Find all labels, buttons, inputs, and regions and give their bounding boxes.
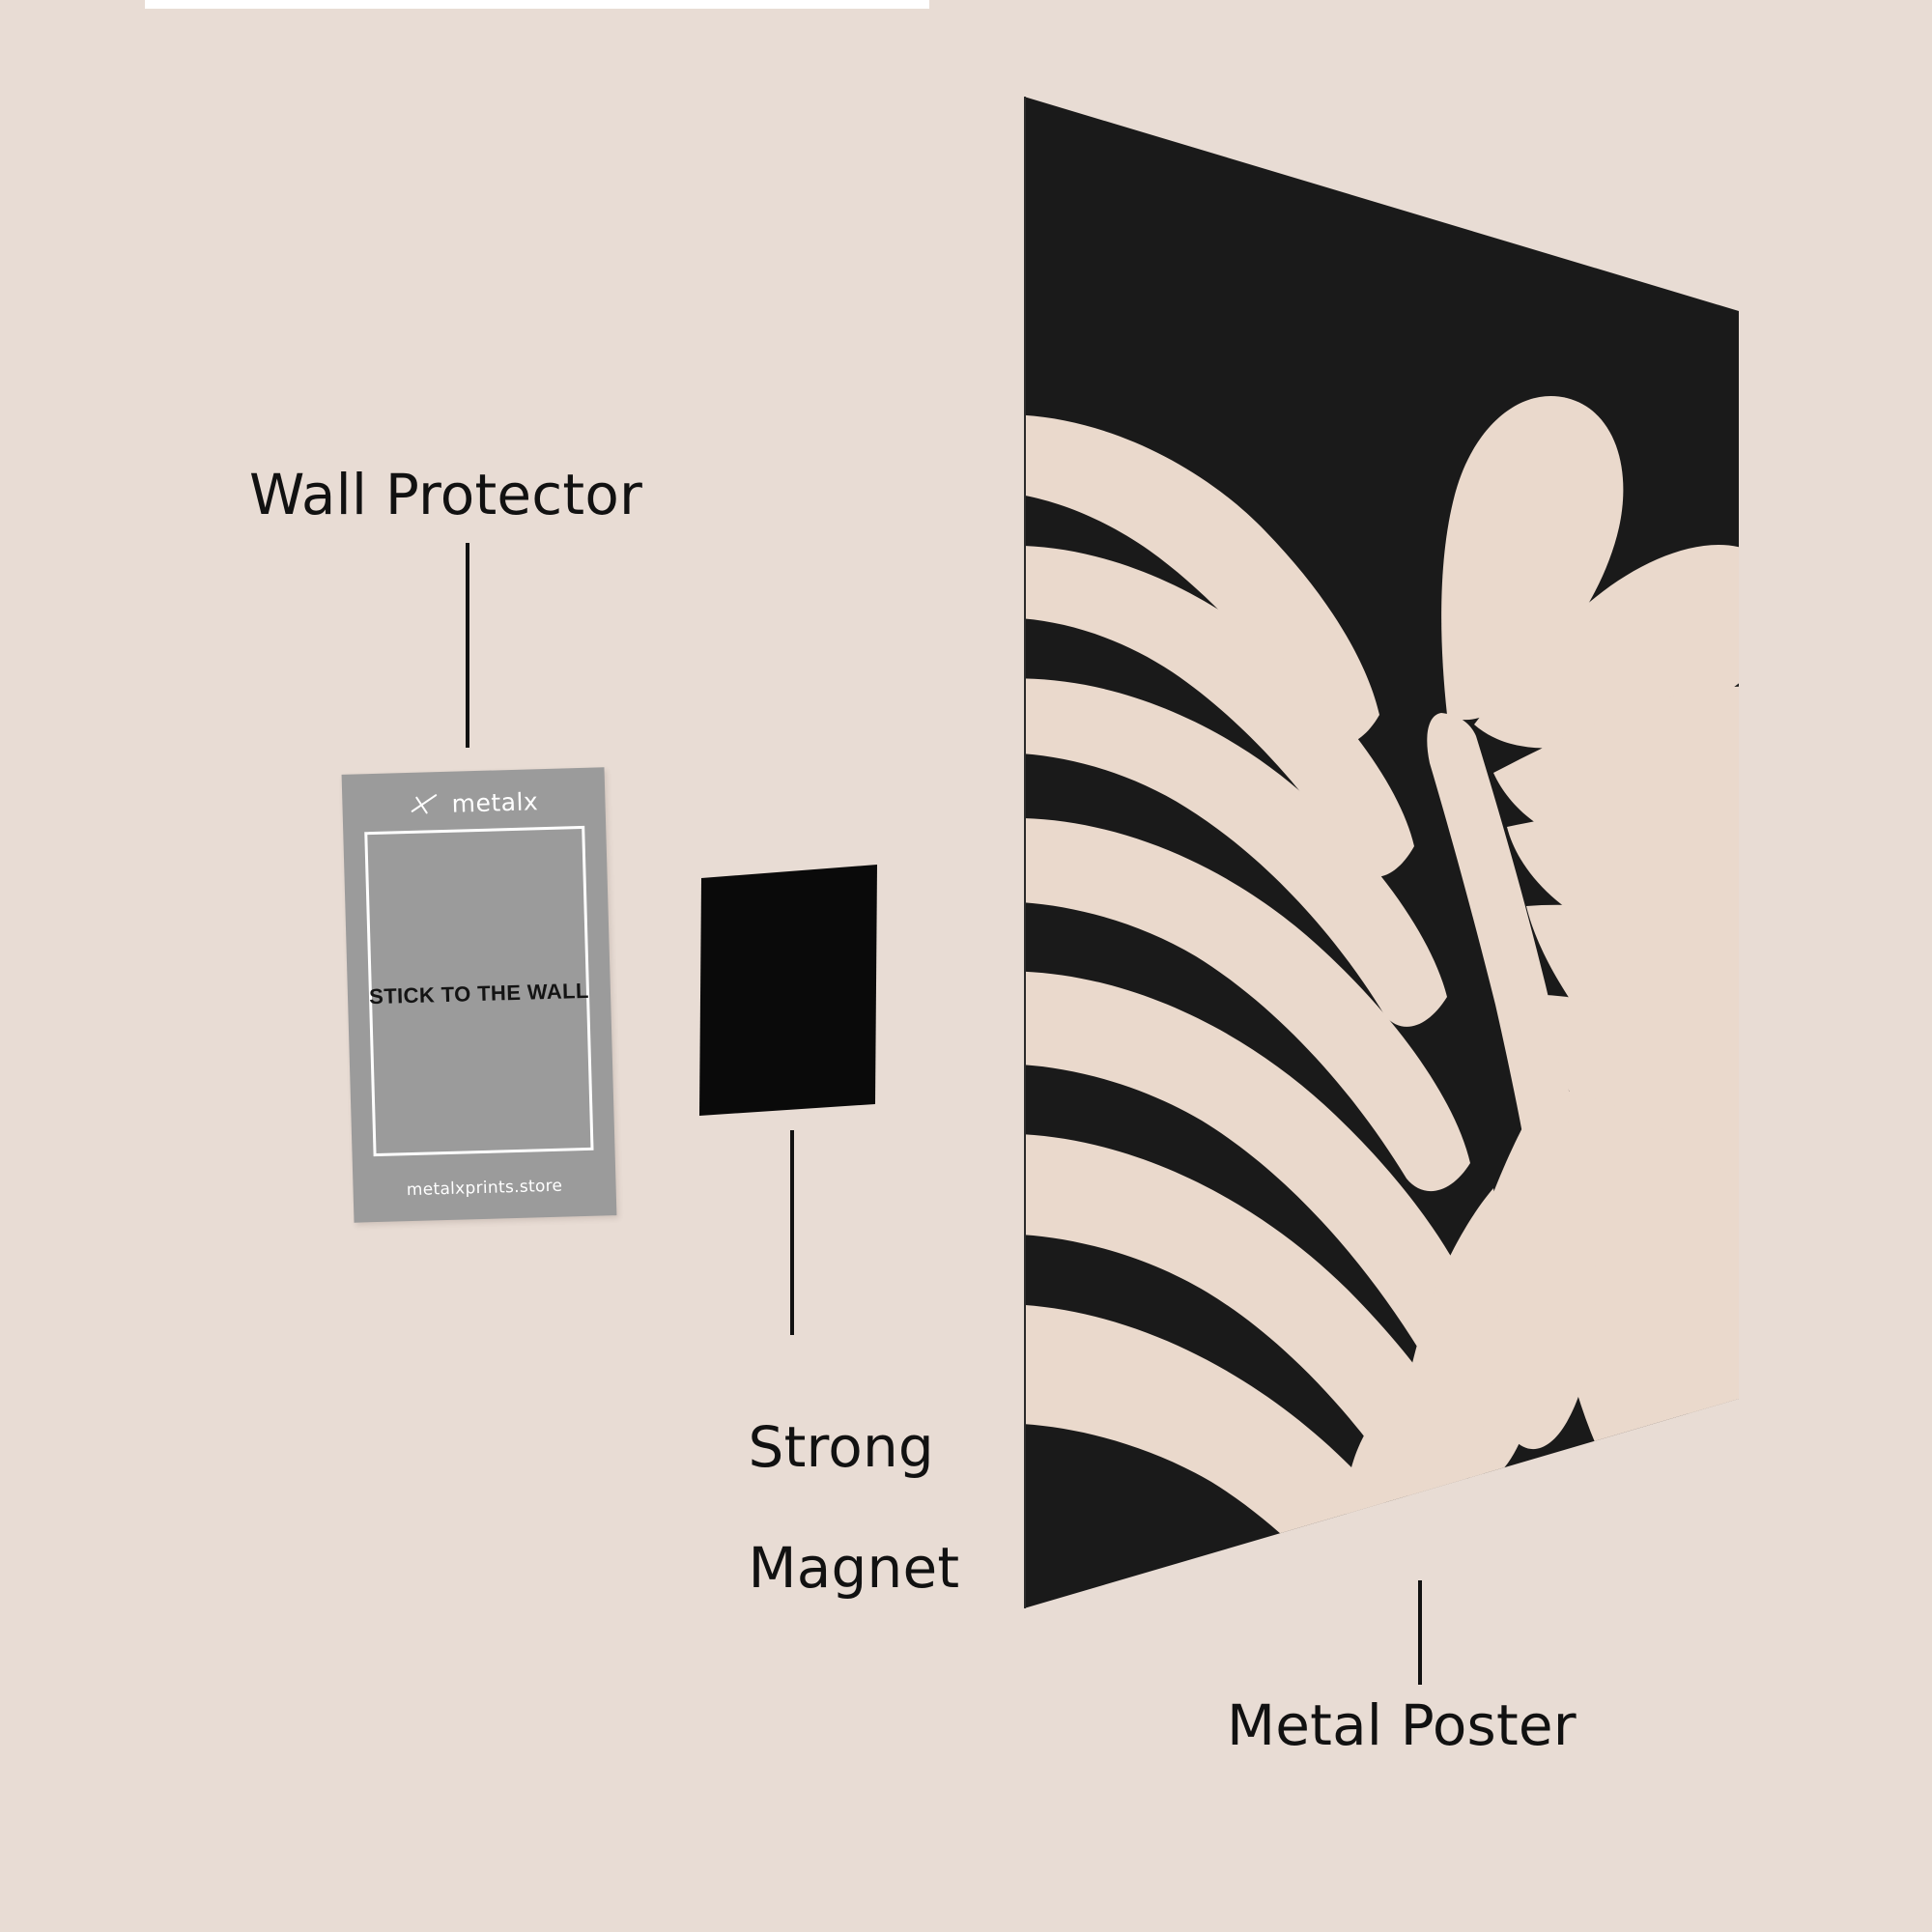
store-url: metalxprints.store	[406, 1176, 563, 1201]
magnet-shape	[699, 865, 877, 1116]
abstract-leaf-icon	[1024, 97, 1739, 1608]
leader-line-strong-magnet	[790, 1130, 794, 1335]
callout-strong-magnet-line1: Strong	[748, 1413, 934, 1480]
wall-protector-card[interactable]: metalx STICK TO THE WALL metalxprints.st…	[341, 767, 617, 1223]
leader-line-metal-poster	[1418, 1580, 1422, 1685]
callout-wall-protector: Wall Protector	[249, 462, 643, 527]
brand-logo: metalx	[342, 786, 606, 819]
brand-name: metalx	[451, 786, 539, 818]
leader-line-wall-protector	[466, 543, 469, 748]
callout-strong-magnet: Strong Magnet	[676, 1356, 960, 1659]
callout-metal-poster: Metal Poster	[1227, 1692, 1577, 1758]
callout-strong-magnet-line2: Magnet	[748, 1534, 960, 1601]
metal-poster[interactable]	[1024, 97, 1739, 1662]
top-white-strip	[145, 0, 929, 9]
metalx-cross-icon	[411, 794, 438, 814]
magnet-square-icon[interactable]	[697, 863, 881, 1128]
